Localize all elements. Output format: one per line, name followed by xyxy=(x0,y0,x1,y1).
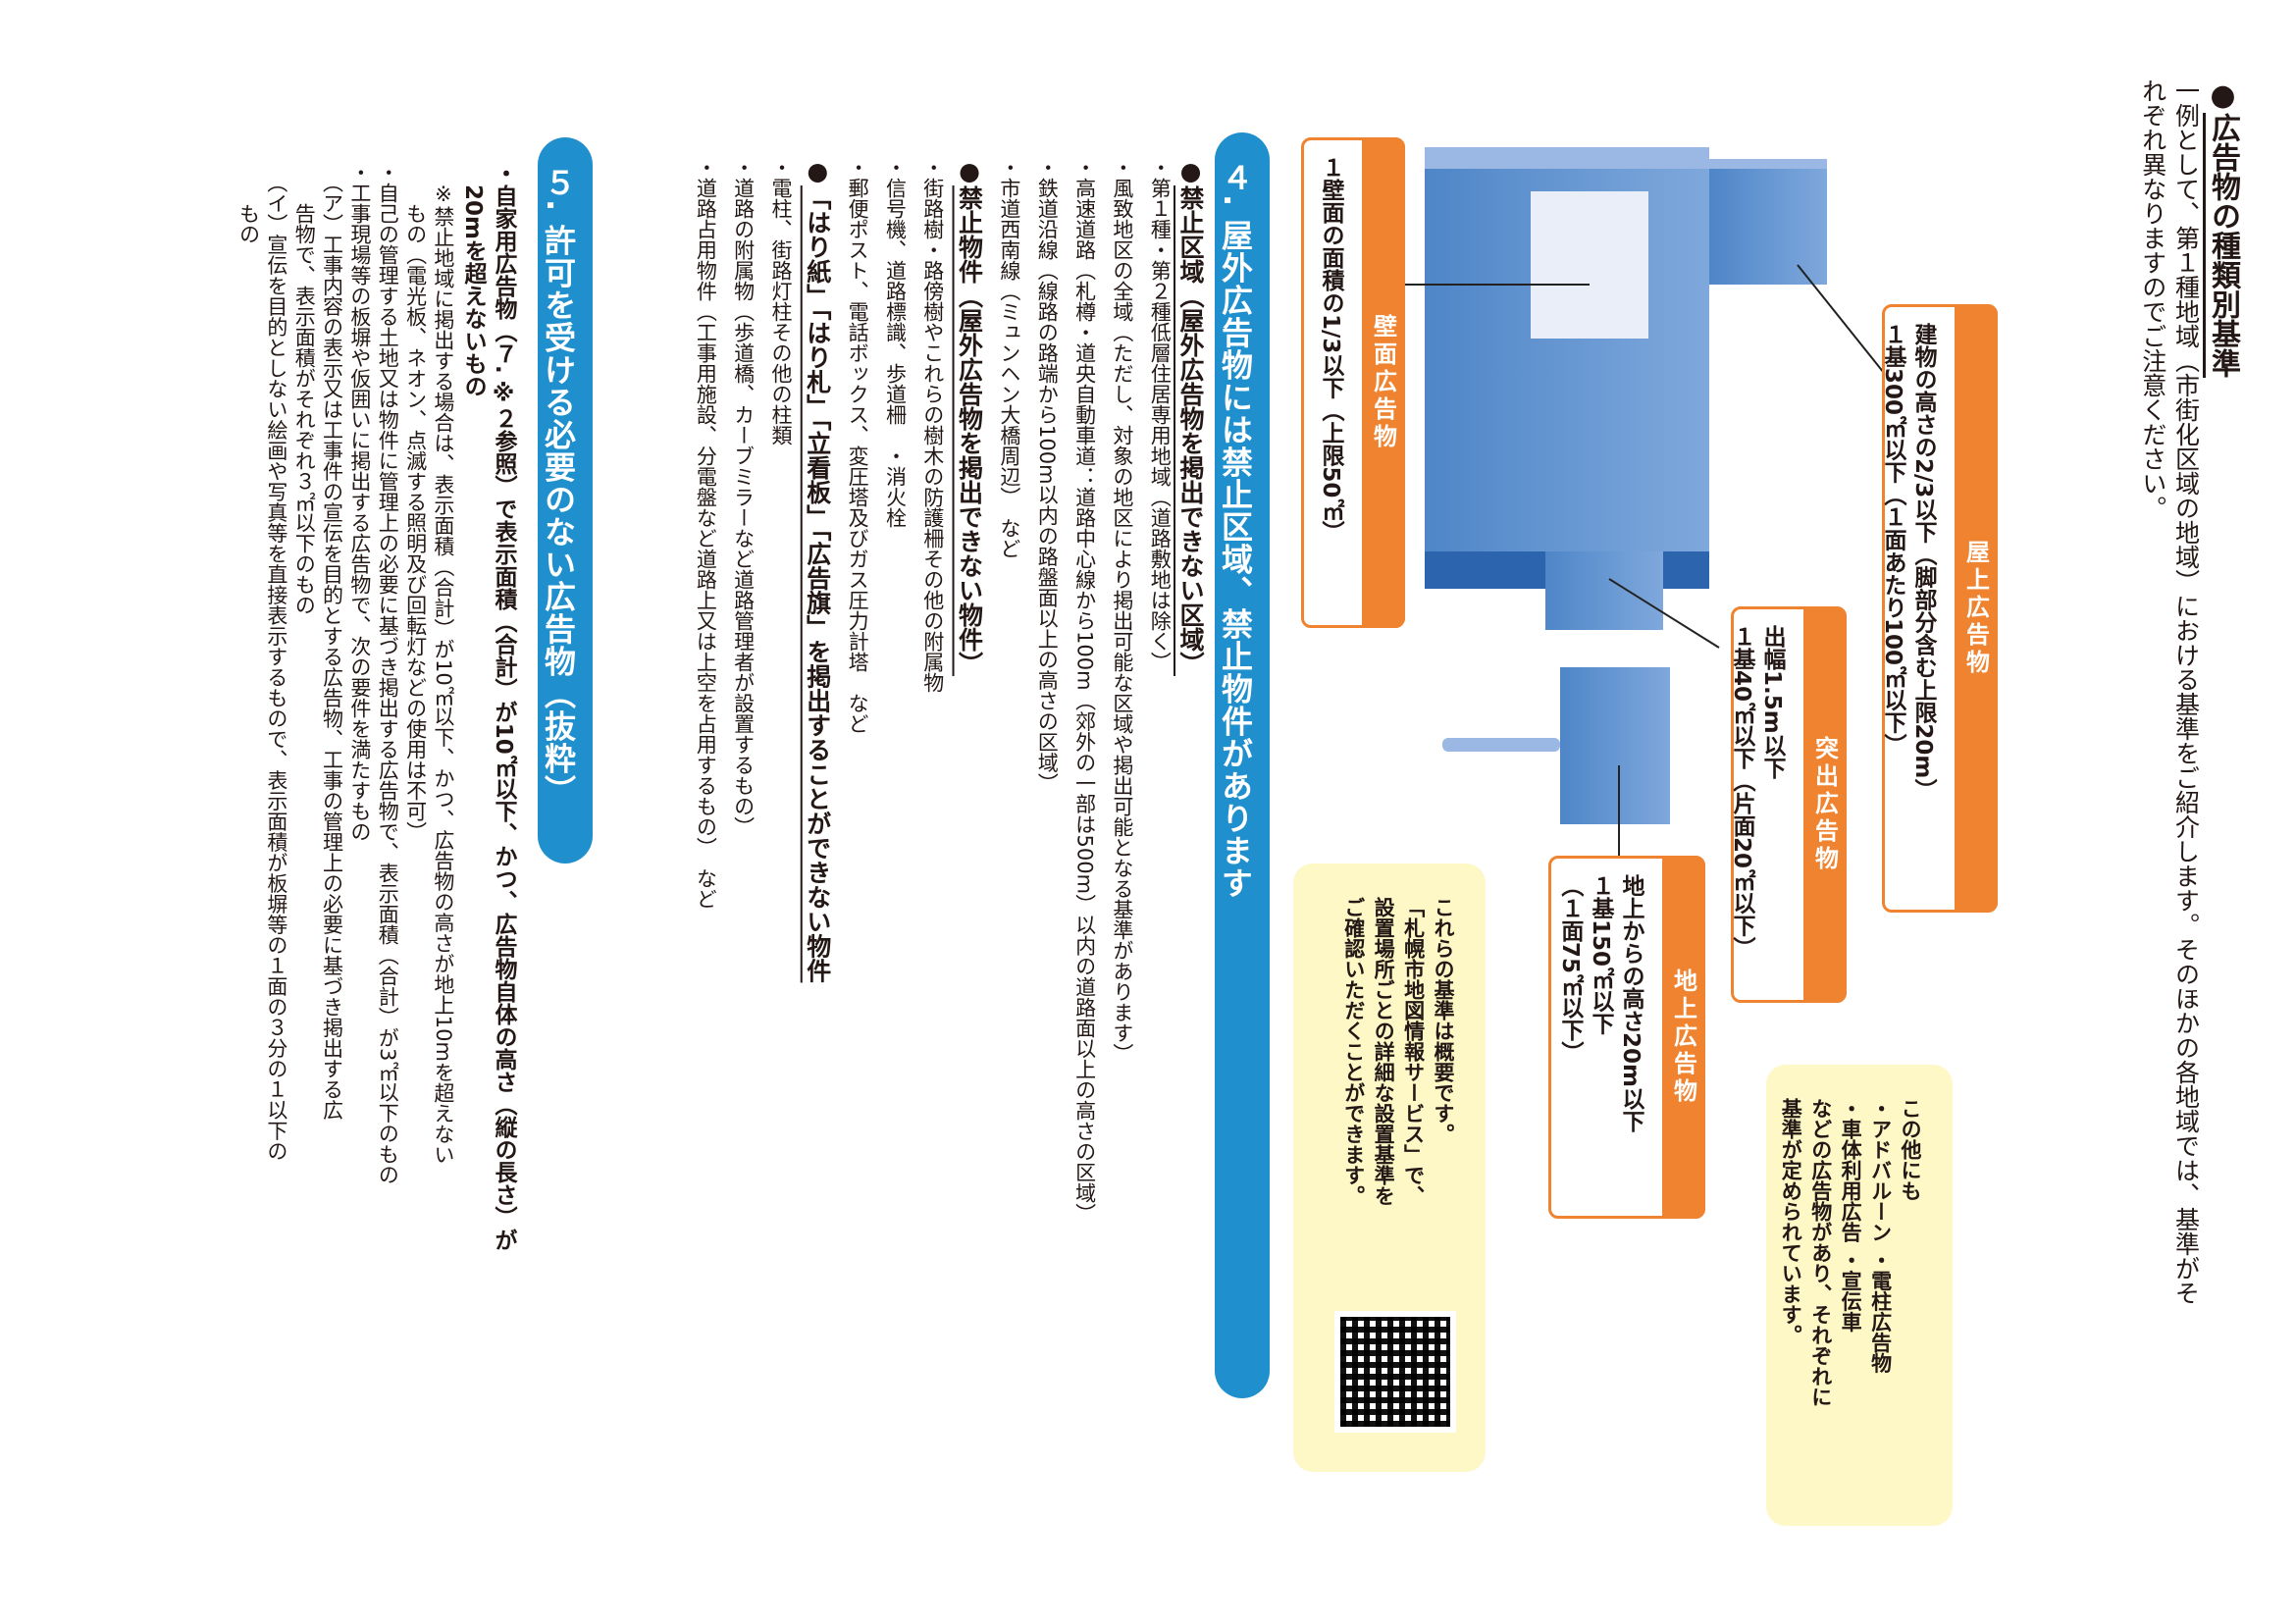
note-other-line-3: ・車体利用広告 ・宣伝車 xyxy=(1839,1098,1863,1333)
section5-title: ５. 許可を受ける必要のない広告物（抜粋） xyxy=(538,137,593,864)
callout-wall-tag: 壁面広告物 xyxy=(1362,137,1405,628)
building-top xyxy=(1425,147,1709,169)
ground-sign-pole xyxy=(1442,738,1560,752)
callout-projecting: 突出広告物 出幅1.5m以下 １基40㎡以下（片面20㎡以下） xyxy=(1729,606,1847,1003)
object-list: ・街路樹・路傍樹やこれらの樹木の防護柵その他の附属物 ・信号機、道路標識、歩道柵… xyxy=(844,157,947,1550)
projecting-sign xyxy=(1545,551,1663,630)
intro-heading: ●広告物の種類別基準 xyxy=(2206,79,2240,378)
list-item: ・高速道路（札樽・道央自動車道：道路中心線から100m（郊外の一部は500m）以… xyxy=(1072,157,1097,1225)
list-item: ・道路占用物件（工事用施設、分電盤など道路上又は上空を占用するもの） など xyxy=(694,157,718,910)
section4-title: ４. 屋外広告物には禁止区域、禁止物件があります xyxy=(1215,132,1270,1398)
list-item: ・街路樹・路傍樹やこれらの樹木の防護柵その他の附属物 xyxy=(920,157,945,693)
section5-line: ※禁止地域に掲出する場合は、表示面積（合計）が10㎡以下、かつ、広告物の高さが地… xyxy=(431,162,455,1165)
section5-line: ・自己の管理する土地又は物件に管理上の必要に基づき掲出する広告物で、表示面積（合… xyxy=(376,162,400,1185)
callout-ground-tag: 地上広告物 xyxy=(1662,856,1705,1219)
section5-line: ・工事現場等の板塀や仮囲いに掲出する広告物で、次の要件を満たすもの xyxy=(347,162,372,842)
list-item: ・第１種・第２種低層住居専用地域（道路敷地は除く） xyxy=(1148,157,1173,672)
rooftop-sign xyxy=(1709,167,1827,285)
callout-rooftop: 屋上広告物 建物の高さの2/3以下（脚部分含む上限20m） １基300㎡以下（１… xyxy=(1880,304,1998,913)
note-map-line-2: 「札幌市地図情報サービス」で、 xyxy=(1401,897,1426,1206)
area-list: ・第１種・第２種低層住居専用地域（道路敷地は除く） ・風致地区の全域（ただし、対… xyxy=(996,157,1174,1550)
note-map-line-3: 設置場所ごとの詳細な設置基準を xyxy=(1372,897,1396,1206)
object-heading: ●禁止物件（屋外広告物を掲出できない物件） xyxy=(955,157,984,676)
callout-rooftop-text: 建物の高さの2/3以下（脚部分含む上限20m） １基300㎡以下（１面あたり10… xyxy=(1879,323,1936,802)
hari-list: ・電柱、街路灯柱その他の柱類 ・道路の附属物（歩道橋、カーブミラーなど道路管理者… xyxy=(692,157,795,1550)
callout-rooftop-tag: 屋上広告物 xyxy=(1955,304,1998,913)
section5-line: もの（電光板、ネオン、点滅する照明及び回転灯などの使用は不可） xyxy=(403,162,428,842)
list-item: ・電柱、街路灯柱その他の柱類 xyxy=(769,157,793,445)
section5-line: ・自家用広告物（７. ※２参照）で表示面積（合計）が10㎡以下、かつ、広告物自体… xyxy=(491,162,516,1251)
bullet-icon: ● xyxy=(955,157,984,185)
note-other-line-5: 基準が定められています。 xyxy=(1779,1098,1803,1345)
bullet-icon: ● xyxy=(1176,157,1205,185)
area-heading: ●禁止区域（屋外広告物を掲出できない区域） xyxy=(1176,157,1205,676)
section5-body: ・自家用広告物（７. ※２参照）で表示面積（合計）が10㎡以下、かつ、広告物自体… xyxy=(235,162,518,1555)
note-other-line-4: などの広告物があり、それぞれに xyxy=(1808,1098,1833,1407)
intro-para-2: れぞれ異なりますのでご注意ください。 xyxy=(2138,79,2167,520)
list-item: ・道路の附属物（歩道橋、カーブミラーなど道路管理者が設置するもの） xyxy=(731,157,756,837)
note-map-line-1: これらの基準は概要です。 xyxy=(1432,897,1455,1144)
callout-ground: 地上広告物 地上からの高さ20m以下 １基150㎡以下 （１面75㎡以下） xyxy=(1548,856,1705,1219)
section5-line: 20mを超えないもの xyxy=(459,162,486,397)
intro-block: ●広告物の種類別基準 一例として、第１種地域（市街化区域の地域）における基準をご… xyxy=(2136,79,2242,1550)
list-item: ・鉄道沿線（線路の路端から100m以内の路盤面以上の高さの区域） xyxy=(1035,157,1060,794)
list-item: ・郵便ポスト、電話ボックス、変圧塔及びガス圧力計塔 など xyxy=(846,157,870,734)
note-map-service: これらの基準は概要です。 「札幌市地図情報サービス」で、 設置場所ごとの詳細な設… xyxy=(1293,864,1486,1472)
list-item: ・風致地区の全域（ただし、対象の地区により掲出可能な区域や掲出可能となる基準があ… xyxy=(1110,157,1134,1064)
bullet-icon: ● xyxy=(2206,79,2240,113)
hari-heading: ●「はり紙」「はり札」「立看板」「広告旗」を掲出することができない物件 xyxy=(803,157,832,983)
callout-ground-text: 地上からの高さ20m以下 １基150㎡以下 （１面75㎡以下） xyxy=(1556,874,1644,1132)
bullet-icon: ● xyxy=(803,157,832,185)
note-other-line-2: ・アドバルーン ・電柱広告物 xyxy=(1868,1098,1893,1374)
list-item: ・信号機、道路標識、歩道柵 ・消火栓 xyxy=(883,157,908,528)
section5-line: （ア）工事内容の表示又は工事件の宣伝を目的とする広告物、工事の管理上の必要に基づ… xyxy=(320,162,344,1121)
section5-line: （イ）宣伝を目的としない絵画や写真等を直接表示するもので、表示面積が板塀等の１面… xyxy=(264,162,288,1162)
callout-wall-text: １壁面の面積の1/3以下（上限50㎡） xyxy=(1318,156,1343,544)
intro-para-1: 一例として、第１種地域（市街化区域の地域）における基準をご紹介します。そのほかの… xyxy=(2171,79,2201,1305)
rooftop-sign-top xyxy=(1709,159,1827,169)
qr-code-icon[interactable] xyxy=(1334,1311,1456,1433)
callout-wall: 壁面広告物 １壁面の面積の1/3以下（上限50㎡） xyxy=(1301,137,1405,628)
section5-line: もの xyxy=(236,162,261,244)
note-map-line-4: ご確認いただくことができます。 xyxy=(1341,897,1366,1206)
note-other-ads: この他にも ・アドバルーン ・電柱広告物 ・車体利用広告 ・宣伝車 などの広告物… xyxy=(1766,1065,1953,1526)
callout-projecting-text: 出幅1.5m以下 １基40㎡以下（片面20㎡以下） xyxy=(1728,625,1785,960)
section5-line: 告物で、表示面積がそれぞれ３㎡以下のもの xyxy=(292,162,317,615)
list-item: ・市道西南線（ミュンヘン大橋周辺） など xyxy=(997,157,1021,559)
callout-projecting-tag: 突出広告物 xyxy=(1803,606,1847,1003)
note-other-line-1: この他にも xyxy=(1899,1098,1922,1201)
wall-sign-panel xyxy=(1531,191,1648,339)
section4-body: ●禁止区域（屋外広告物を掲出できない区域） ・第１種・第２種低層住居専用地域（道… xyxy=(682,157,1207,1550)
ground-sign xyxy=(1560,667,1670,824)
